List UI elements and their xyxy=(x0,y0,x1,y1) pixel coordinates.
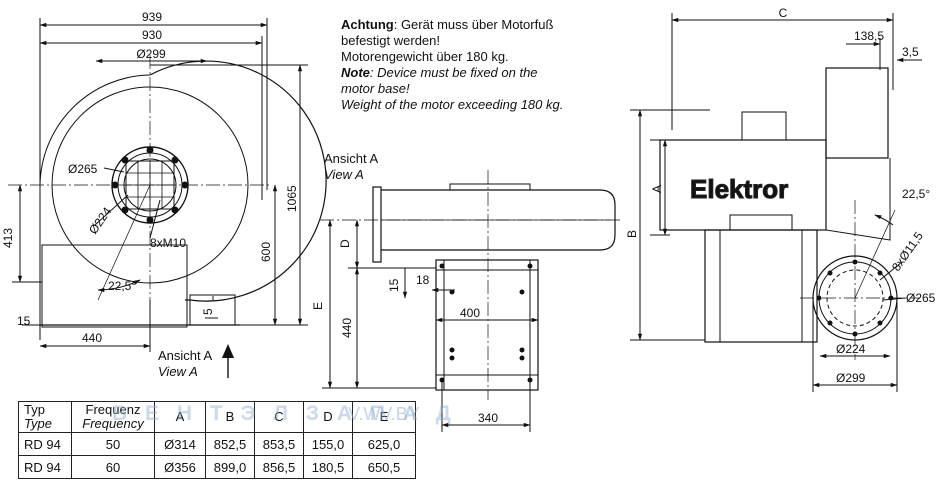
dim-C: C xyxy=(779,6,788,20)
dim-340: 340 xyxy=(478,411,498,425)
cell: RD 94 xyxy=(18,432,72,456)
dim-265: Ø265 xyxy=(68,162,98,176)
view-a-top-en: View A xyxy=(324,167,364,182)
note-de-line1: : Gerät muss über Motorfuß xyxy=(393,17,554,32)
header-e: E xyxy=(352,401,416,433)
dim-5: 5 xyxy=(201,308,215,315)
cell: 650,5 xyxy=(352,455,416,479)
watermark-text: В Е Н Т Э Л З А П А Д xyxy=(112,402,457,425)
view-a-top-de: Ansicht A xyxy=(324,151,379,166)
dim-440-front: 440 xyxy=(82,331,102,345)
dim-1065: 1065 xyxy=(285,185,299,212)
holes-label: 8xØ11,5 xyxy=(889,229,926,274)
dim-299-motor: Ø299 xyxy=(836,371,866,385)
dim-413: 413 xyxy=(1,228,15,248)
angle-label-motor: 22,5° xyxy=(902,187,930,201)
cell: 180,5 xyxy=(303,455,353,479)
cell: Ø356 xyxy=(154,455,206,479)
dim-299: Ø299 xyxy=(136,47,166,61)
dim-15-side: 15 xyxy=(387,278,401,292)
cell: 50 xyxy=(71,432,155,456)
view-a-label-top: Ansicht A View A xyxy=(324,151,378,183)
dim-A: A xyxy=(650,185,664,193)
side-view xyxy=(320,170,620,432)
table-row: RD 94 50 Ø314 852,5 853,5 155,0 625,0 xyxy=(18,432,416,456)
header-a: A xyxy=(154,401,206,433)
cell: 155,0 xyxy=(303,432,353,456)
dim-400: 400 xyxy=(460,306,480,320)
watermark-domain: V.WV.BY xyxy=(348,404,420,424)
view-a-bottom-de: Ansicht A xyxy=(158,348,213,363)
note-en-line2: motor base! xyxy=(341,81,410,96)
note-de-bold: Achtung xyxy=(341,17,394,32)
note-en-line3: Weight of the motor exceeding 180 kg. xyxy=(341,97,564,112)
cell: 625,0 xyxy=(352,432,416,456)
dim-265-motor: Ø265 xyxy=(906,291,936,305)
cell: 899,0 xyxy=(205,455,255,479)
front-view xyxy=(8,18,327,352)
note-de-line2: befestigt werden! xyxy=(341,33,441,48)
brand-logo-text: Elektror xyxy=(690,174,788,204)
cell: 856,5 xyxy=(254,455,304,479)
cell: 853,5 xyxy=(254,432,304,456)
view-a-label-bottom: Ansicht A View A xyxy=(158,348,212,380)
cell: RD 94 xyxy=(18,455,72,479)
angle-label: 22,5° xyxy=(108,279,136,293)
dim-B: B xyxy=(625,230,639,238)
view-a-bottom-en: View A xyxy=(158,364,198,379)
cell: 60 xyxy=(71,455,155,479)
table-row: RD 94 60 Ø356 899,0 856,5 180,5 650,5 xyxy=(18,455,416,479)
note-en-bold: Note xyxy=(341,65,370,80)
dim-3-5: 3,5 xyxy=(902,45,919,59)
view-a-arrow xyxy=(222,344,234,378)
dim-15-front: 15 xyxy=(17,314,31,328)
note-en-line1: : Device must be fixed on the xyxy=(369,65,538,80)
dim-224-motor: Ø224 xyxy=(836,342,866,356)
motor-view xyxy=(630,13,922,392)
cell: 852,5 xyxy=(205,432,255,456)
dim-939: 939 xyxy=(142,10,162,24)
dim-224: Ø224 xyxy=(86,204,114,236)
bolts-label: 8xM10 xyxy=(150,236,186,250)
dim-D: D xyxy=(338,239,352,248)
note-de-line3: Motorengewicht über 180 kg. xyxy=(341,49,509,64)
motor-view-labels: C 138,5 3,5 A B 22,5° 8xØ11,5 Ø265 Ø224 … xyxy=(625,6,936,385)
dim-18: 18 xyxy=(416,273,430,287)
dim-E: E xyxy=(311,302,325,310)
dim-600: 600 xyxy=(259,242,273,262)
dim-930: 930 xyxy=(142,28,162,42)
cell: Ø314 xyxy=(154,432,206,456)
dim-138-5: 138,5 xyxy=(854,29,884,43)
mounting-note: Achtung: Gerät muss über Motorfuß befest… xyxy=(341,17,621,113)
side-view-labels: D E 15 18 400 440 340 xyxy=(311,239,498,425)
dim-440-side: 440 xyxy=(340,318,354,338)
